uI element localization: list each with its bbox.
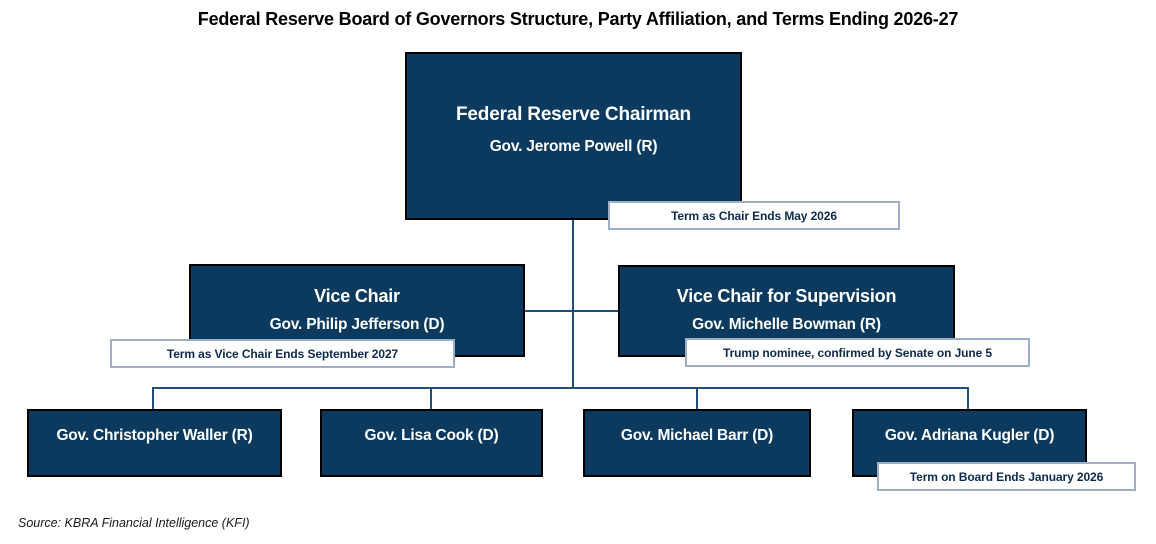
source-attribution: Source: KBRA Financial Intelligence (KFI… bbox=[18, 516, 250, 530]
node-vice-chair-supervision: Vice Chair for Supervision Gov. Michelle… bbox=[618, 265, 955, 357]
node-person: Gov. Jerome Powell (R) bbox=[489, 138, 658, 155]
node-federal-reserve-chairman: Federal Reserve Chairman Gov. Jerome Pow… bbox=[405, 52, 742, 220]
node-person: Gov. Lisa Cook (D) bbox=[364, 427, 499, 444]
node-person: Gov. Michelle Bowman (R) bbox=[692, 316, 881, 333]
node-gov-barr: Gov. Michael Barr (D) bbox=[583, 409, 811, 477]
note-vice-chair-term: Term as Vice Chair Ends September 2027 bbox=[110, 339, 455, 368]
note-text: Term on Board Ends January 2026 bbox=[909, 469, 1104, 484]
node-gov-cook: Gov. Lisa Cook (D) bbox=[320, 409, 543, 477]
node-person: Gov. Christopher Waller (R) bbox=[56, 427, 253, 444]
connector-drop-waller bbox=[152, 387, 154, 409]
connector-drop-kugler bbox=[967, 387, 969, 409]
node-title: Vice Chair bbox=[314, 285, 400, 306]
node-title: Federal Reserve Chairman bbox=[456, 104, 691, 125]
note-kugler-term: Term on Board Ends January 2026 bbox=[877, 462, 1136, 491]
chart-title: Federal Reserve Board of Governors Struc… bbox=[197, 9, 959, 29]
connector-vice-chair-stub bbox=[525, 310, 618, 312]
note-supervision-confirmation: Trump nominee, confirmed by Senate on Ju… bbox=[685, 338, 1030, 367]
node-person: Gov. Adriana Kugler (D) bbox=[884, 427, 1055, 444]
node-person: Gov. Michael Barr (D) bbox=[620, 427, 774, 444]
note-text: Trump nominee, confirmed by Senate on Ju… bbox=[723, 345, 992, 360]
node-gov-waller: Gov. Christopher Waller (R) bbox=[27, 409, 282, 477]
connector-governors-bus bbox=[152, 387, 969, 389]
connector-drop-barr bbox=[696, 387, 698, 409]
connector-drop-cook bbox=[430, 387, 432, 409]
connector-trunk-vertical bbox=[572, 220, 574, 388]
note-text: Term as Vice Chair Ends September 2027 bbox=[166, 346, 399, 361]
note-chairman-term: Term as Chair Ends May 2026 bbox=[608, 201, 900, 230]
note-text: Term as Chair Ends May 2026 bbox=[671, 208, 837, 223]
node-title: Vice Chair for Supervision bbox=[676, 286, 897, 306]
node-person: Gov. Philip Jefferson (D) bbox=[269, 315, 445, 333]
